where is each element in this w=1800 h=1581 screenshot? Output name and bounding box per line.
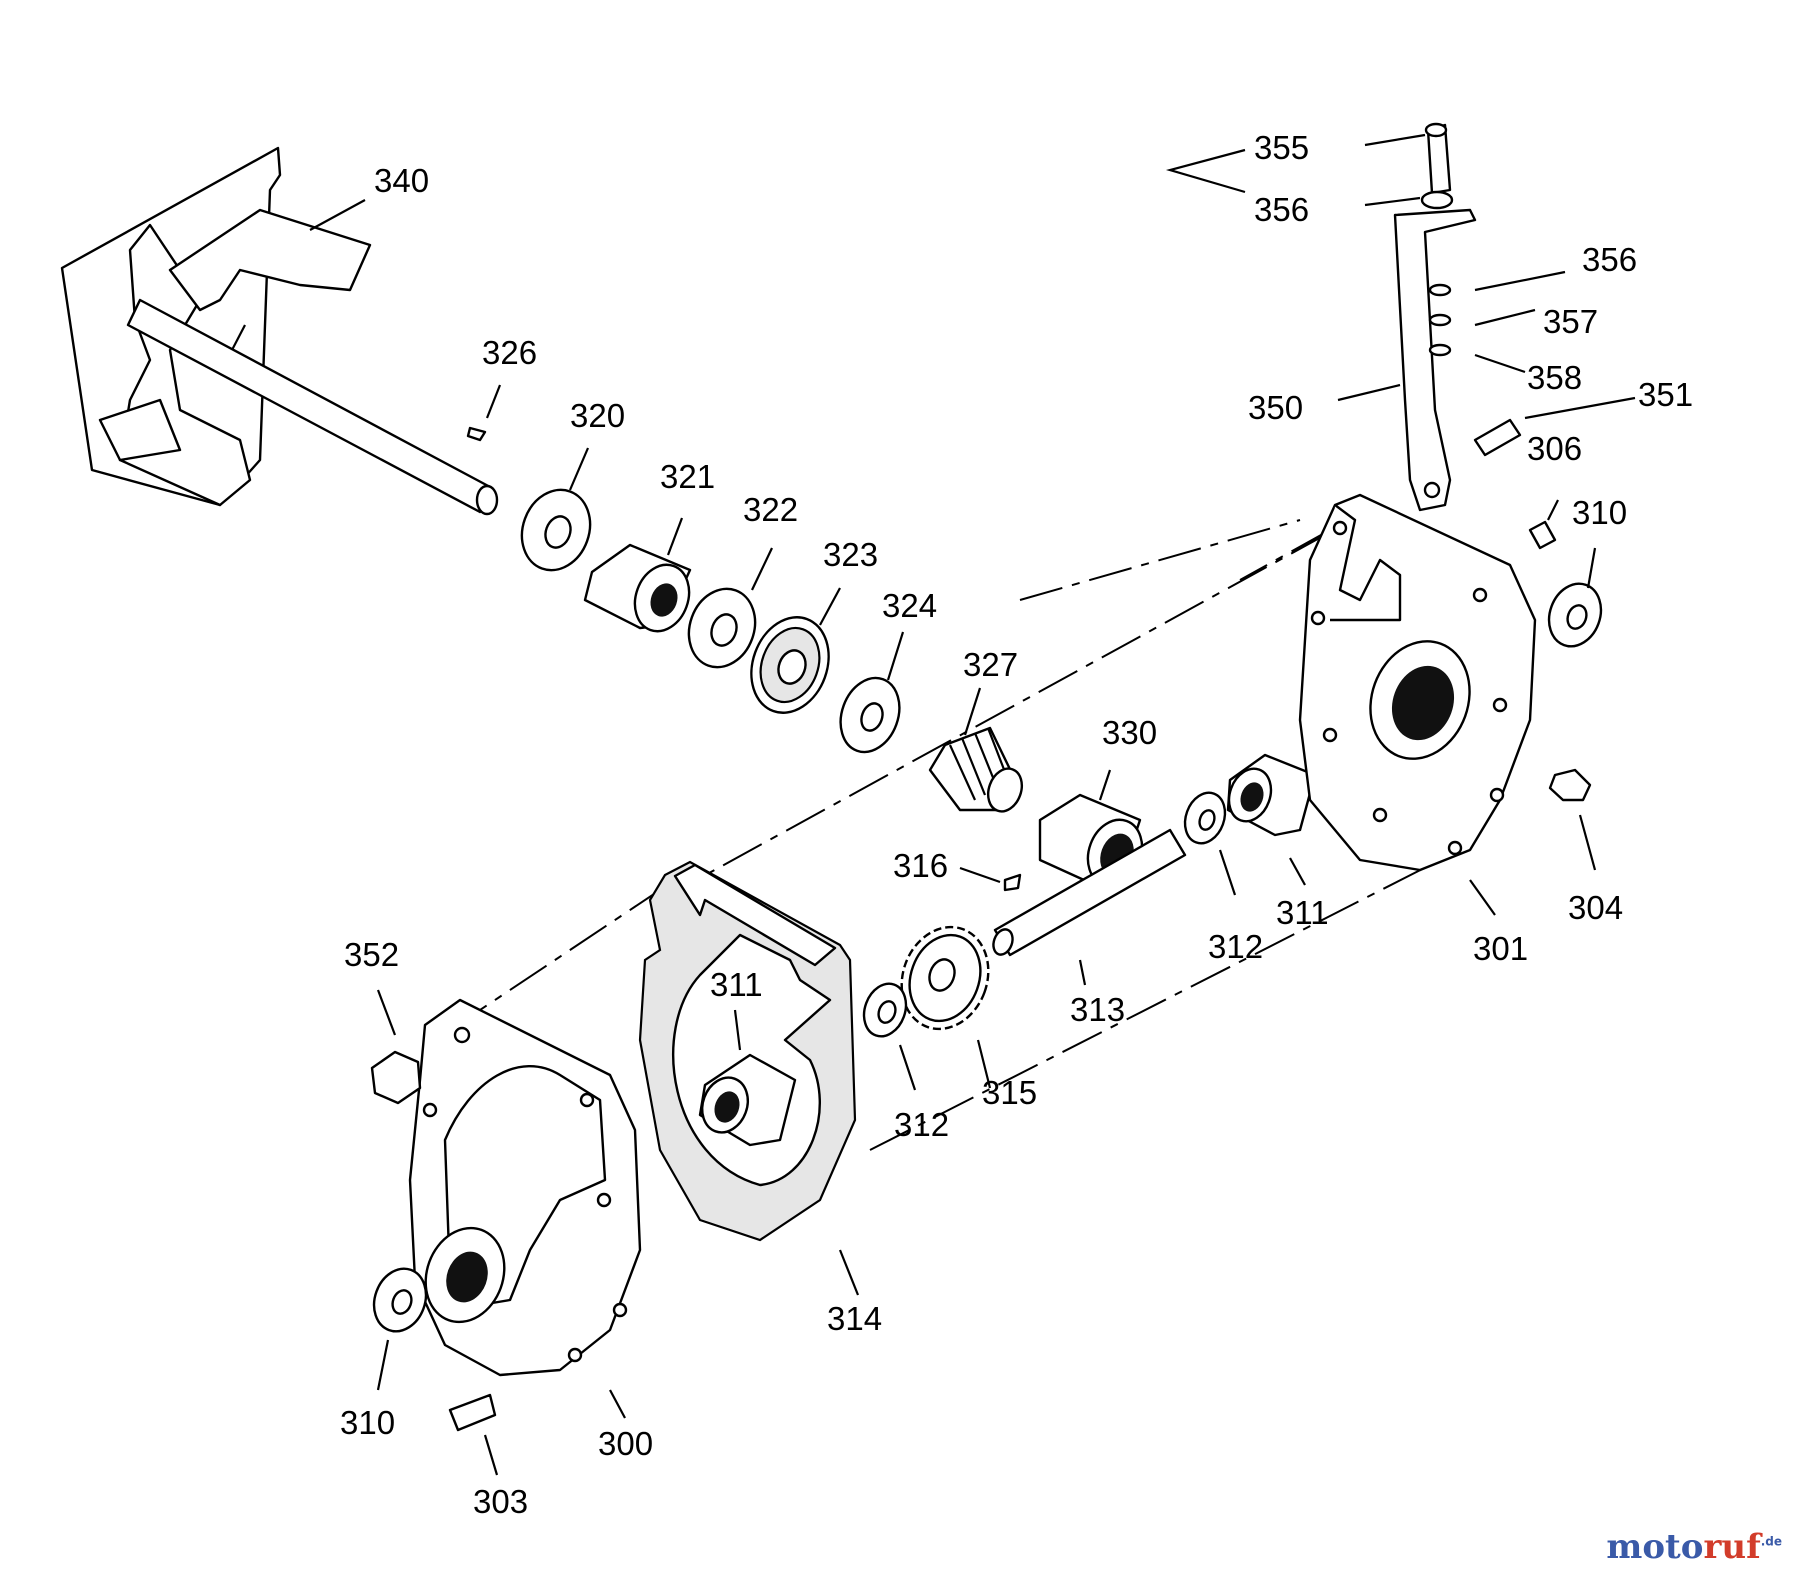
label-323: 323 xyxy=(823,536,878,573)
label-327: 327 xyxy=(963,646,1018,683)
bolt-355 xyxy=(1420,122,1454,210)
grouping-chevron xyxy=(1165,148,1246,194)
flange-bearing-310-right xyxy=(1547,582,1603,648)
set-screw-306 xyxy=(1528,520,1557,550)
label-313: 313 xyxy=(1070,991,1125,1028)
label-321: 321 xyxy=(660,458,715,495)
bolt-303 xyxy=(448,1393,497,1432)
watermark-suffix: .de xyxy=(1760,1534,1782,1549)
label-357: 357 xyxy=(1543,303,1598,340)
bushing-311-upper xyxy=(1226,753,1317,837)
label-304: 304 xyxy=(1568,889,1623,926)
label-310-right: 310 xyxy=(1572,494,1627,531)
label-315: 315 xyxy=(982,1074,1037,1111)
label-352: 352 xyxy=(344,936,399,973)
screw-351 xyxy=(1473,418,1522,457)
label-306: 306 xyxy=(1527,430,1582,467)
label-356-top: 356 xyxy=(1254,191,1309,228)
part-labels: 355 356 356 357 358 350 351 306 310 340 … xyxy=(340,129,1693,1520)
auger-shaft xyxy=(126,298,499,516)
leader-lines xyxy=(309,133,1636,1476)
label-330: 330 xyxy=(1102,714,1157,751)
label-303: 303 xyxy=(473,1483,528,1520)
watermark-part2: ruf xyxy=(1703,1527,1761,1567)
label-300: 300 xyxy=(598,1425,653,1462)
label-314: 314 xyxy=(827,1300,882,1337)
label-326: 326 xyxy=(482,334,537,371)
washer-324 xyxy=(839,676,901,754)
gear-315 xyxy=(900,925,990,1031)
flange-bearing-310-left xyxy=(372,1267,428,1333)
left-gear-housing-300 xyxy=(408,998,642,1377)
label-350: 350 xyxy=(1248,389,1303,426)
label-311-lower: 311 xyxy=(710,966,763,1003)
label-320: 320 xyxy=(570,397,625,434)
deflector-bracket-350 xyxy=(1393,208,1477,512)
label-310-left: 310 xyxy=(340,1404,395,1441)
washer-322 xyxy=(687,587,757,669)
label-340: 340 xyxy=(374,162,429,199)
right-gear-housing-301 xyxy=(1298,493,1537,872)
label-324: 324 xyxy=(882,587,937,624)
shaft-313 xyxy=(992,828,1187,957)
worm-gear-327 xyxy=(928,726,1024,813)
label-358: 358 xyxy=(1527,359,1582,396)
watermark-part1: moto xyxy=(1606,1527,1704,1567)
washer-312-lower xyxy=(862,982,908,1038)
label-355: 355 xyxy=(1254,129,1309,166)
thrust-bearing-323 xyxy=(750,616,830,714)
label-316: 316 xyxy=(893,847,948,884)
assembly-centerlines xyxy=(449,519,1441,1151)
label-311-upper: 311 xyxy=(1276,894,1329,931)
watermark-logo: motoruf.de xyxy=(1606,1527,1782,1567)
clevis-pin-326 xyxy=(466,426,487,442)
bushing-311-lower xyxy=(698,1053,797,1147)
label-312-upper: 312 xyxy=(1208,928,1263,965)
hex-nut-352 xyxy=(370,1050,422,1105)
label-312-lower: 312 xyxy=(894,1106,949,1143)
hex-nut-304 xyxy=(1548,768,1592,802)
bearing-321 xyxy=(583,543,692,633)
label-351: 351 xyxy=(1638,376,1693,413)
washer-312-upper xyxy=(1183,791,1227,845)
label-356: 356 xyxy=(1582,241,1637,278)
auger-spiral xyxy=(60,146,372,507)
label-301: 301 xyxy=(1473,930,1528,967)
label-322: 322 xyxy=(743,491,798,528)
gasket-314 xyxy=(638,860,857,1242)
pin-316 xyxy=(1003,873,1022,892)
washer-320 xyxy=(520,488,592,572)
